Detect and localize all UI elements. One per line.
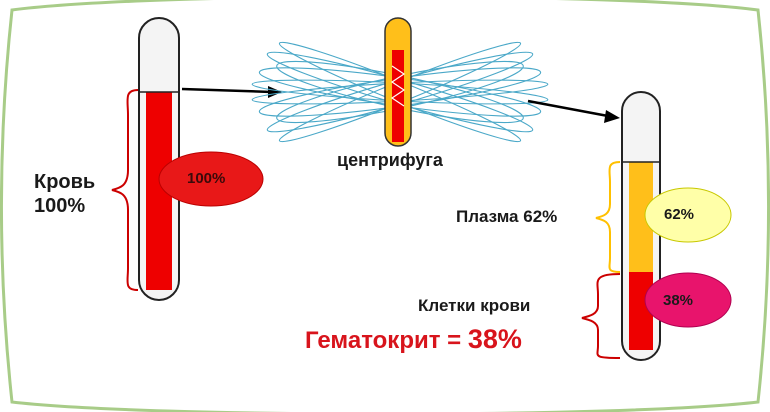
hematocrit-text: Гематокрит = <box>305 327 462 354</box>
whole-blood-label: Кровь 100% <box>34 170 95 218</box>
plasma-brace <box>595 161 621 273</box>
hematocrit-value: 38% <box>467 324 522 354</box>
cells-brace <box>581 273 621 359</box>
whole-blood-word: Кровь <box>34 171 96 193</box>
cells-label: Клетки крови <box>418 296 531 315</box>
arrow-to-separated-tube <box>527 99 620 123</box>
whole-blood-bubble-text: 100% <box>187 170 226 187</box>
centrifuge-label: центрифуга <box>337 150 443 170</box>
plasma-label: Плазма 62% <box>456 207 558 226</box>
cells-bubble-text: 38% <box>663 292 694 309</box>
cells-bubble <box>644 272 732 328</box>
whole-blood-percent: 100% <box>34 195 86 217</box>
whole-blood-bubble <box>158 151 264 207</box>
arrow-to-centrifuge <box>181 86 282 98</box>
whole-blood-tube <box>138 17 180 301</box>
whole-blood-brace <box>111 89 139 291</box>
plasma-bubble-text: 62% <box>664 206 695 223</box>
plasma-bubble <box>644 187 732 243</box>
hematocrit-equation: Гематокрит = 38% <box>305 324 522 355</box>
centrifuge-tube <box>384 17 412 147</box>
